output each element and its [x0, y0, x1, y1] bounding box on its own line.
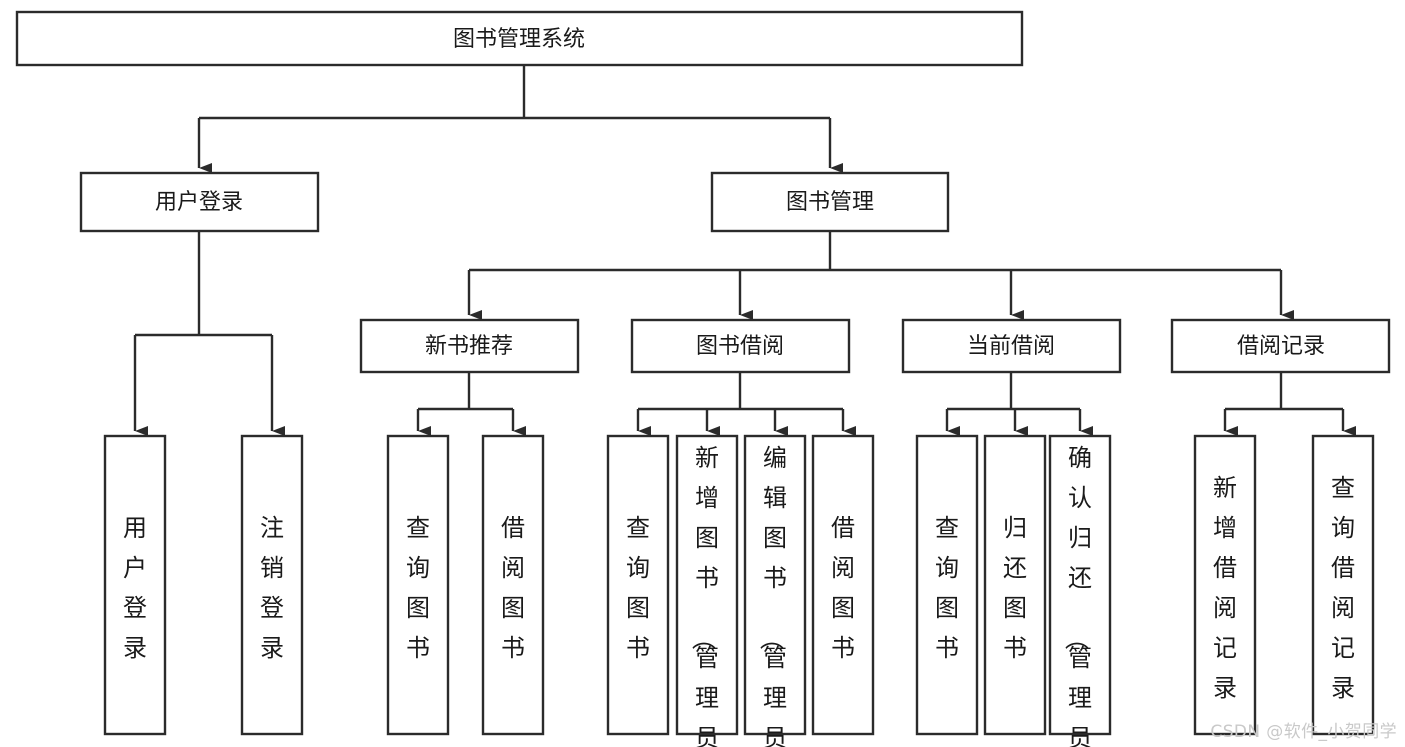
leaf-add-book-box[interactable] — [675, 434, 739, 736]
leaf-user-logout-label: 注销登录 — [260, 514, 284, 662]
node-current-borrow[interactable]: 当前借阅 — [901, 318, 1122, 374]
node-leaf-add-record[interactable]: 新增借阅记录 — [1193, 434, 1257, 736]
leaf-query-record-box[interactable] — [1311, 434, 1375, 736]
node-leaf-borrow-book-2[interactable]: 借阅图书 — [811, 434, 875, 736]
node-user-login[interactable]: 用户登录 — [79, 171, 320, 233]
current-borrow-box[interactable] — [901, 318, 1122, 374]
leaf-query-record-label: 查询借阅记录 — [1331, 474, 1355, 702]
connector-group — [133, 65, 1356, 436]
new-book-recommend-box[interactable] — [359, 318, 580, 374]
node-root[interactable]: 图书管理系统 — [15, 10, 1024, 67]
node-leaf-edit-book[interactable]: 编辑图书（管理员） — [743, 434, 807, 747]
leaf-confirm-return-label: 确认归还（管理员） — [1062, 444, 1092, 747]
leaf-return-book-box[interactable] — [983, 434, 1047, 736]
book-manage-box[interactable] — [710, 171, 950, 233]
node-leaf-borrow-book-1[interactable]: 借阅图书 — [481, 434, 545, 736]
user-login-label: 用户登录 — [155, 190, 243, 215]
node-leaf-confirm-return[interactable]: 确认归还（管理员） — [1048, 434, 1112, 747]
node-leaf-query-book-3[interactable]: 查询图书 — [915, 434, 979, 736]
leaf-user-login-label: 用户登录 — [123, 514, 147, 662]
leaf-query-book-3-box[interactable] — [915, 434, 979, 736]
node-book-borrow[interactable]: 图书借阅 — [630, 318, 851, 374]
leaf-borrow-book-1-box[interactable] — [481, 434, 545, 736]
leaf-user-logout-box[interactable] — [240, 434, 304, 736]
node-borrow-record[interactable]: 借阅记录 — [1170, 318, 1391, 374]
leaf-add-record-box[interactable] — [1193, 434, 1257, 736]
leaf-add-record-label: 新增借阅记录 — [1213, 474, 1237, 702]
leaf-borrow-book-1-label: 借阅图书 — [501, 514, 525, 662]
leaf-borrow-book-2-label: 借阅图书 — [831, 514, 855, 662]
current-borrow-label: 当前借阅 — [967, 334, 1055, 359]
leaf-confirm-return-box[interactable] — [1048, 434, 1112, 736]
book-borrow-label: 图书借阅 — [696, 334, 784, 359]
node-leaf-query-record[interactable]: 查询借阅记录 — [1311, 434, 1375, 736]
borrow-record-box[interactable] — [1170, 318, 1391, 374]
node-leaf-query-book-2[interactable]: 查询图书 — [606, 434, 670, 736]
leaf-node-layer: 用户登录 注销登录 查询图书 借阅图书 查询图书 新增图书（管理员） 编辑图书（管理员） 借阅… — [103, 434, 1375, 747]
node-leaf-user-logout[interactable]: 注销登录 — [240, 434, 304, 736]
book-manage-label: 图书管理 — [786, 190, 874, 215]
node-leaf-add-book[interactable]: 新增图书（管理员） — [675, 434, 739, 747]
user-login-box[interactable] — [79, 171, 320, 233]
leaf-query-book-1-label: 查询图书 — [406, 514, 430, 662]
leaf-user-login-box[interactable] — [103, 434, 167, 736]
node-new-book-recommend[interactable]: 新书推荐 — [359, 318, 580, 374]
leaf-query-book-3-label: 查询图书 — [935, 514, 959, 662]
root-box[interactable] — [15, 10, 1024, 67]
borrow-record-label: 借阅记录 — [1237, 334, 1325, 359]
node-book-manage[interactable]: 图书管理 — [710, 171, 950, 233]
leaf-query-book-2-box[interactable] — [606, 434, 670, 736]
new-book-recommend-label: 新书推荐 — [425, 334, 513, 359]
leaf-edit-book-label: 编辑图书（管理员） — [757, 444, 787, 747]
leaf-query-book-2-label: 查询图书 — [626, 514, 650, 662]
node-leaf-return-book[interactable]: 归还图书 — [983, 434, 1047, 736]
leaf-query-book-1-box[interactable] — [386, 434, 450, 736]
leaf-edit-book-box[interactable] — [743, 434, 807, 736]
book-borrow-box[interactable] — [630, 318, 851, 374]
leaf-borrow-book-2-box[interactable] — [811, 434, 875, 736]
root-label: 图书管理系统 — [453, 27, 585, 52]
leaf-add-book-label: 新增图书（管理员） — [689, 444, 719, 747]
leaf-return-book-label: 归还图书 — [1003, 514, 1027, 662]
node-leaf-user-login[interactable]: 用户登录 — [103, 434, 167, 736]
node-leaf-query-book-1[interactable]: 查询图书 — [386, 434, 450, 736]
